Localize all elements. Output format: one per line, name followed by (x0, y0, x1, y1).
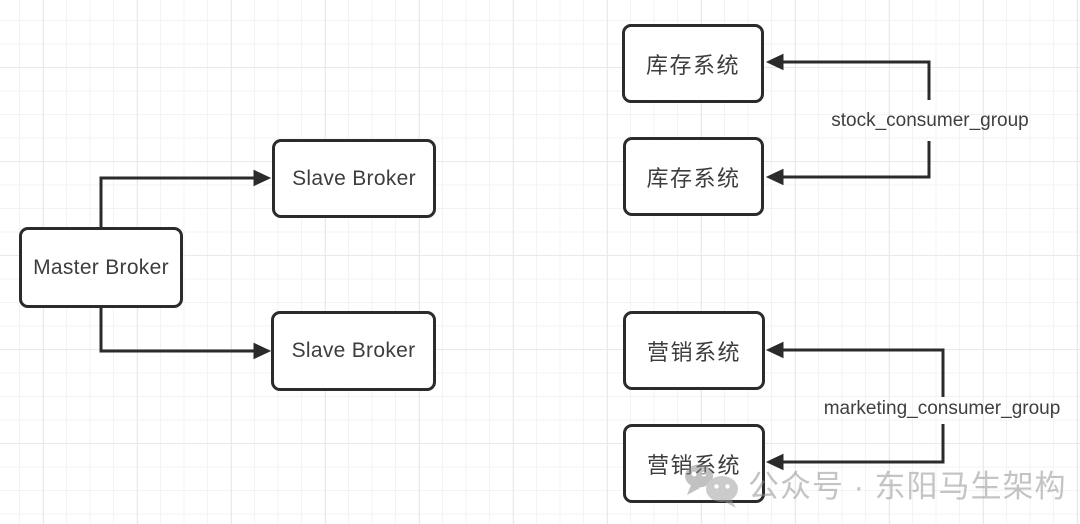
marketing-consumer-group-label: marketing_consumer_group (823, 398, 1061, 419)
node-slave-broker-1: Slave Broker (272, 139, 436, 218)
node-stock-system-2: 库存系统 (623, 137, 764, 216)
node-marketing-system-2: 营销系统 (623, 424, 765, 503)
node-stock-system-1: 库存系统 (622, 24, 764, 103)
edge-stockgroup-to-stock2 (765, 141, 931, 186)
node-slave-broker-2: Slave Broker (271, 311, 436, 391)
node-label: 库存系统 (645, 52, 740, 78)
node-label: Master Broker (33, 255, 169, 279)
edge-master-to-slave1 (99, 169, 272, 227)
stock-consumer-group-label: stock_consumer_group (831, 110, 1029, 131)
edge-marketinggroup-to-marketing1 (765, 341, 945, 397)
node-label: Slave Broker (291, 339, 416, 362)
node-master-broker: Master Broker (19, 227, 183, 308)
edge-master-to-slave2 (99, 308, 272, 360)
node-marketing-system-1: 营销系统 (623, 311, 765, 390)
edge-marketinggroup-to-marketing2 (765, 424, 945, 471)
node-label: 库存系统 (646, 165, 741, 191)
edge-stockgroup-to-stock1 (765, 53, 931, 100)
node-label: 营销系统 (646, 339, 741, 365)
node-label: 营销系统 (646, 452, 741, 478)
node-label: Slave Broker (292, 166, 416, 190)
